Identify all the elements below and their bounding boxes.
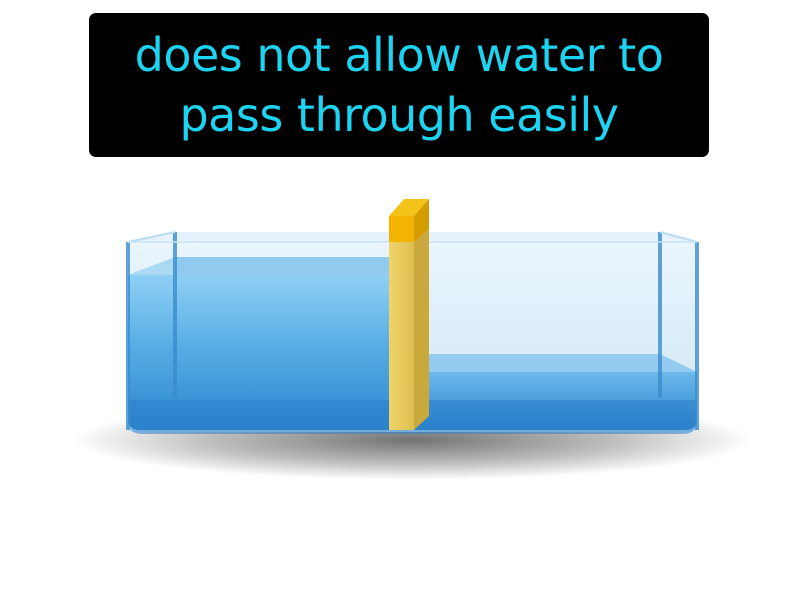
caption-box: does not allow water to pass through eas… [89,13,709,157]
barrier-top-face [389,216,414,242]
left-back-wall [175,257,390,275]
left-front-edge [126,242,130,430]
right-front-edge [695,242,699,430]
rim-line-right [659,231,698,243]
left-back-edge [173,232,177,398]
barrier-side [414,229,429,430]
right-back-edge [658,232,662,398]
caption-line-1: does not allow water to [134,28,664,82]
barrier-top [389,199,429,216]
rim-line-left [127,231,176,243]
left-water [128,275,390,430]
barrier-top-side [414,199,429,242]
barrier-front [389,242,414,430]
right-water-surface [414,354,697,372]
caption-line-2: pass through easily [179,88,619,142]
